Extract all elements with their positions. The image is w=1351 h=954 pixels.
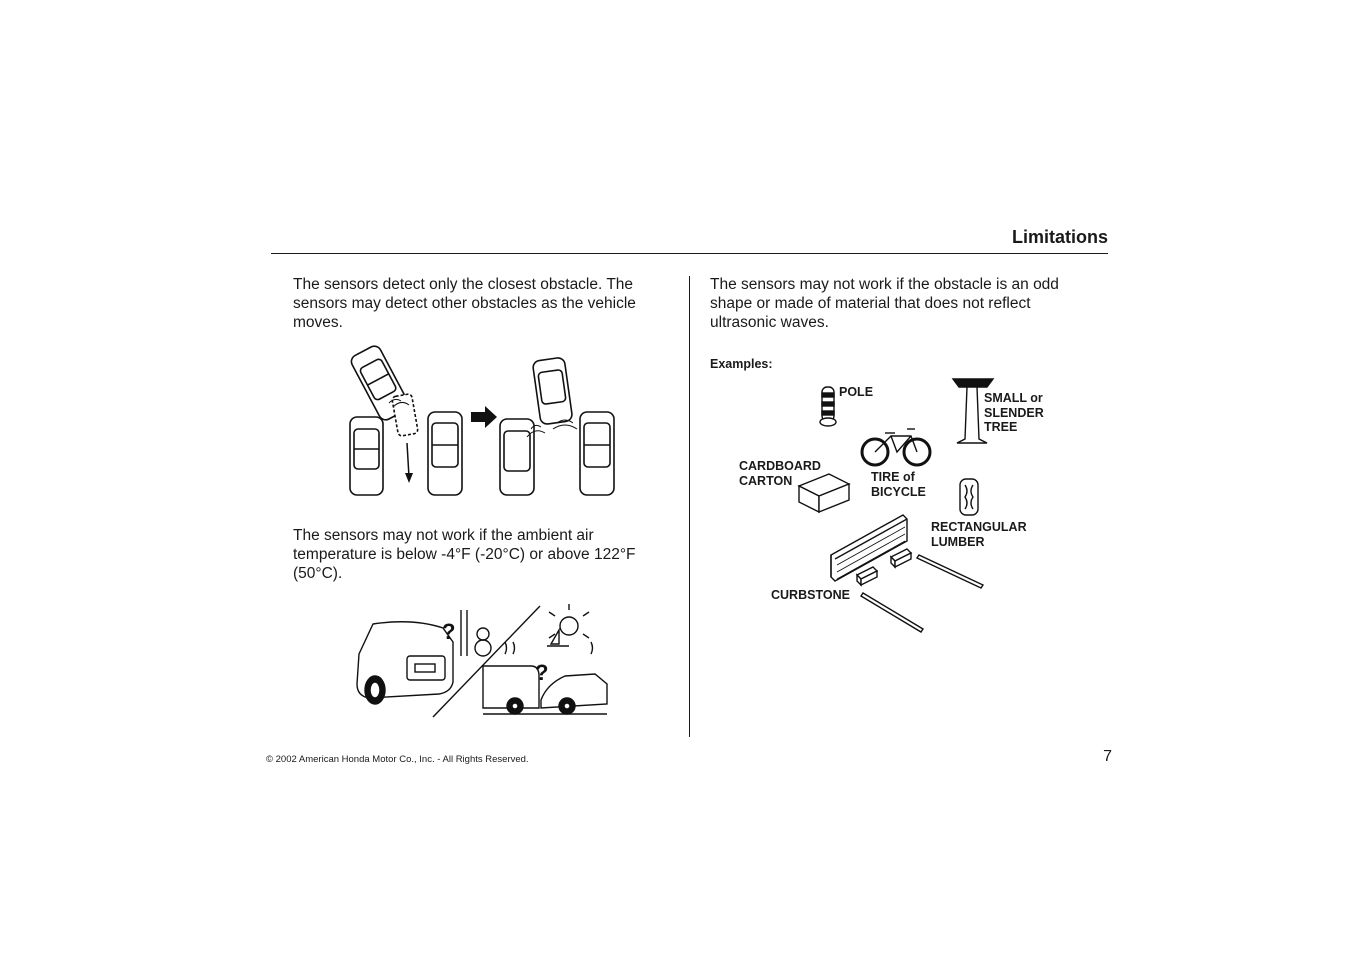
parking-cars-illustration (349, 345, 615, 496)
question-mark-cold: ? (442, 619, 455, 644)
page-number: 7 (1103, 748, 1112, 765)
examples-heading: Examples: (710, 357, 773, 371)
copyright-notice: © 2002 American Honda Motor Co., Inc. - … (266, 754, 529, 765)
closest-obstacle-paragraph: The sensors detect only the closest obst… (293, 276, 636, 331)
temperature-illustration: ? ? (356, 604, 608, 718)
label-pole: POLE (839, 385, 874, 399)
label-tree: SMALL or SLENDER TREE (984, 391, 1044, 434)
curbstone-icon (855, 548, 913, 587)
bicycle-icon (860, 428, 932, 467)
label-carton: CARDBOARD CARTON (739, 459, 821, 488)
header-rule (271, 253, 1108, 254)
column-divider (689, 276, 690, 737)
lumber-icon (959, 478, 979, 516)
question-mark-hot: ? (535, 660, 548, 685)
brick-wall-icon (830, 514, 908, 582)
temperature-paragraph: The sensors may not work if the ambient … (293, 527, 636, 582)
tree-icon (951, 378, 995, 444)
carton-icon (797, 473, 851, 514)
label-bicycle: TIRE of BICYCLE (871, 470, 926, 499)
odd-shape-paragraph: The sensors may not work if the obstacle… (710, 276, 1059, 331)
page-title: Limitations (1011, 227, 1108, 247)
pole-icon (819, 386, 837, 427)
label-curbstone: CURBSTONE (771, 588, 850, 602)
label-lumber: RECTANGULAR LUMBER (931, 520, 1027, 549)
obstacle-examples-illustration (797, 378, 995, 633)
